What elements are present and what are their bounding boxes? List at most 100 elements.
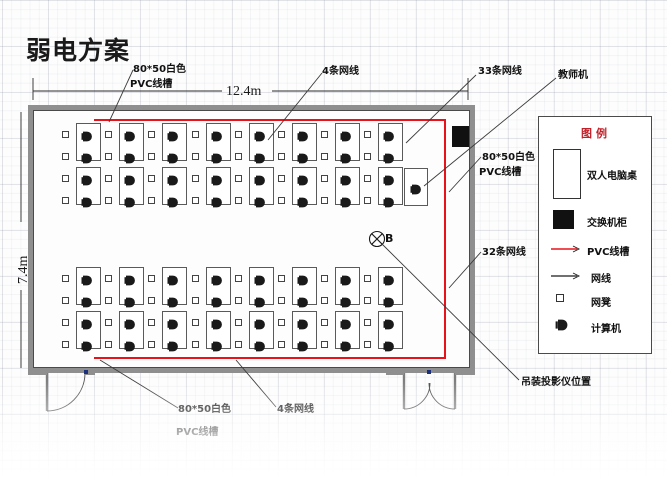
stool-icon (105, 319, 113, 326)
computer-icon (340, 317, 353, 330)
computer-icon (167, 129, 180, 142)
stool-icon (191, 297, 199, 304)
pvc-trunking-bottom (94, 357, 446, 359)
computer-icon (211, 173, 224, 186)
computer-icon (297, 295, 310, 308)
switch-cabinet[interactable] (452, 126, 469, 147)
stool-icon (234, 341, 242, 348)
annotation-right-trunking-line1: 80*50白色 (482, 152, 536, 163)
computer-icon (211, 151, 224, 164)
stool-icon (105, 275, 113, 282)
annotation-top-cables: 4条网线 (322, 66, 359, 77)
stool-icon (278, 319, 285, 326)
projector-symbol[interactable] (368, 230, 386, 253)
stool-icon (234, 197, 242, 204)
computer-icon (340, 195, 353, 208)
stool-icon (278, 197, 285, 204)
computer-icon (211, 129, 224, 142)
projector-symbol-label: B (385, 232, 394, 245)
stool-icon (234, 175, 242, 182)
computer-icon (81, 151, 94, 164)
legend-symbol-desk (553, 149, 581, 199)
legend-label-computer: 计算机 (591, 324, 621, 335)
stool-icon (321, 131, 329, 138)
stool-icon (364, 275, 372, 282)
computer-icon (383, 273, 396, 286)
stool-icon (191, 153, 199, 160)
stool-icon (234, 297, 242, 304)
stool-icon (321, 175, 329, 182)
stool-icon (364, 197, 372, 204)
computer-icon (81, 129, 94, 142)
stool-icon (62, 275, 69, 282)
stool-icon (234, 131, 242, 138)
legend-label-desk: 双人电脑桌 (587, 171, 637, 182)
computer-icon (254, 129, 267, 142)
legend-label-pvc: PVC线槽 (587, 247, 630, 258)
computer-icon (211, 273, 224, 286)
computer-icon (124, 273, 137, 286)
computer-icon (124, 295, 137, 308)
computer-icon (81, 317, 94, 330)
stool-icon (105, 197, 113, 204)
teacher-desk[interactable] (404, 168, 428, 206)
legend-symbol-cabinet (553, 210, 574, 229)
computer-icon (297, 129, 310, 142)
computer-icon (340, 151, 353, 164)
pvc-trunking-top (94, 119, 446, 121)
computer-icon (254, 195, 267, 208)
legend-label-cabinet: 交换机柜 (587, 218, 627, 229)
computer-icon (340, 129, 353, 142)
computer-icon (340, 273, 353, 286)
stool-icon (364, 175, 372, 182)
computer-icon (297, 317, 310, 330)
legend-symbol-stool (556, 294, 564, 302)
stool-icon (191, 319, 199, 326)
stool-icon (278, 275, 285, 282)
page-title: 弱电方案 (26, 36, 131, 65)
annotation-bottom-cables: 4条网线 (277, 404, 314, 415)
stool-icon (148, 275, 156, 282)
stool-icon (62, 153, 69, 160)
computer-icon (297, 273, 310, 286)
stool-icon (148, 297, 156, 304)
computer-icon (383, 317, 396, 330)
stool-icon (148, 341, 156, 348)
stool-icon (364, 319, 372, 326)
computer-icon (383, 195, 396, 208)
legend-symbol-computer (555, 318, 569, 336)
stool-icon (191, 197, 199, 204)
stool-icon (148, 175, 156, 182)
computer-icon (124, 151, 137, 164)
computer-icon (124, 317, 137, 330)
stool-icon (191, 341, 199, 348)
computer-icon (383, 339, 396, 352)
computer-icon (211, 317, 224, 330)
computer-icon (124, 195, 137, 208)
stool-icon (364, 153, 372, 160)
stool-icon (278, 297, 285, 304)
computer-icon (383, 173, 396, 186)
annotation-bottom-trunking-line1: 80*50白色 (178, 404, 232, 415)
width-dimension-label: 12.4m (226, 84, 262, 99)
legend-panel: 图例 双人电脑桌 交换机柜 PVC线槽 网线 网凳 计算机 (538, 116, 652, 354)
annotation-top-left-trunking-line1: 80*50白色 (133, 64, 187, 75)
annotation-bottom-trunking-line2: PVC线槽 (176, 427, 219, 438)
stool-icon (321, 153, 329, 160)
stool-icon (278, 175, 285, 182)
stool-icon (105, 131, 113, 138)
stool-icon (321, 341, 329, 348)
stool-icon (105, 341, 113, 348)
computer-icon (167, 339, 180, 352)
computer-icon (167, 317, 180, 330)
legend-title: 图例 (581, 127, 611, 140)
stool-icon (278, 131, 285, 138)
stool-icon (105, 297, 113, 304)
stool-icon (364, 341, 372, 348)
stool-icon (62, 197, 69, 204)
stool-icon (191, 175, 199, 182)
computer-icon (254, 295, 267, 308)
computer-icon (81, 339, 94, 352)
computer-icon (167, 295, 180, 308)
annotation-main-cables: 33条网线 (478, 66, 522, 77)
